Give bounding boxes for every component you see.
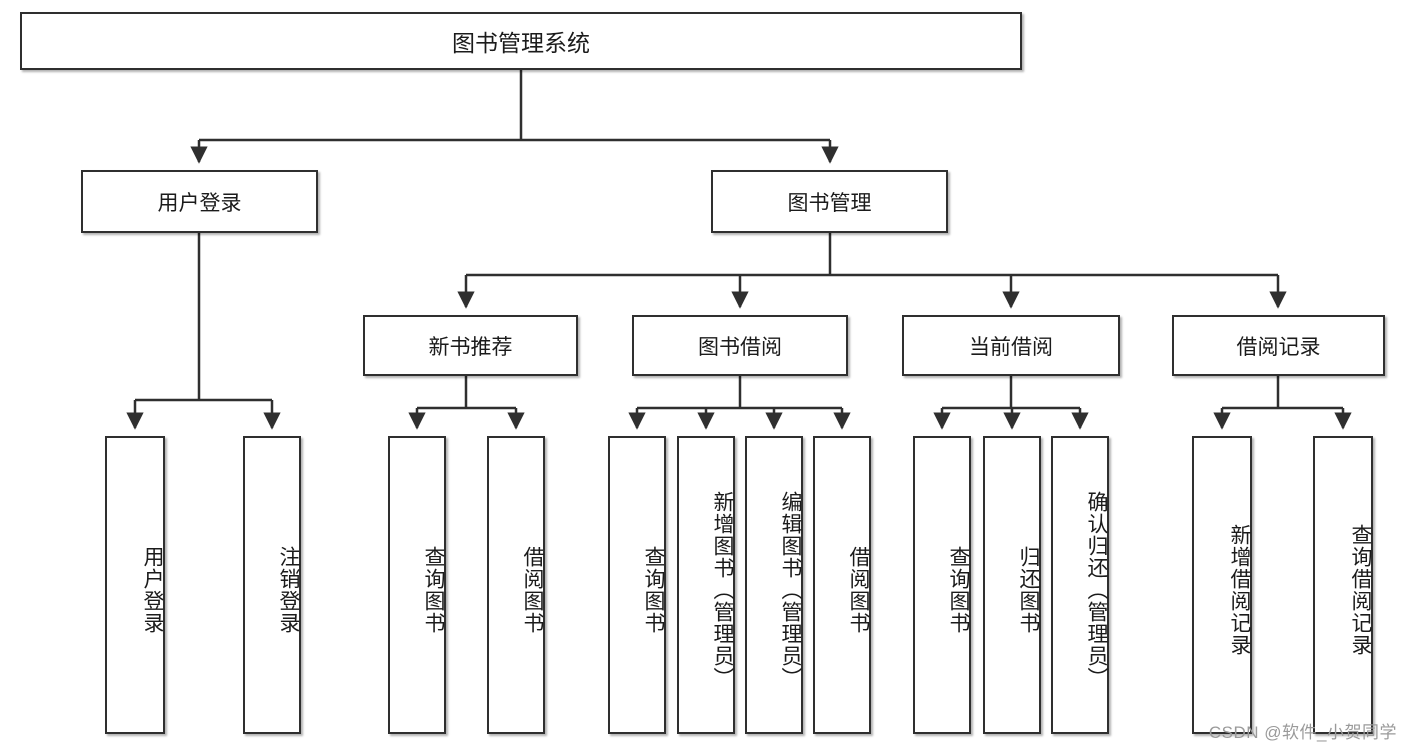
node-leaf-confirm-return-admin[interactable]: 确认归还（管理员） bbox=[1051, 436, 1109, 734]
node-label: 图书管理 bbox=[787, 191, 872, 215]
node-label: 归还图书 bbox=[1017, 546, 1040, 634]
node-label: 图书管理系统 bbox=[452, 30, 590, 56]
node-label: 图书借阅 bbox=[698, 335, 782, 359]
node-leaf-edit-book-admin[interactable]: 编辑图书（管理员） bbox=[745, 436, 803, 734]
node-book-manage[interactable]: 图书管理 bbox=[711, 170, 948, 233]
node-book-management-system[interactable]: 图书管理系统 bbox=[20, 12, 1022, 70]
node-label: 查询图书 bbox=[947, 546, 970, 634]
node-leaf-borrow-book-recommend[interactable]: 借阅图书 bbox=[487, 436, 545, 734]
node-label: 新增图书（管理员） bbox=[711, 491, 734, 689]
node-leaf-logout[interactable]: 注销登录 bbox=[243, 436, 301, 734]
node-book-borrow[interactable]: 图书借阅 bbox=[632, 315, 848, 376]
node-leaf-user-login[interactable]: 用户登录 bbox=[105, 436, 165, 734]
node-leaf-query-borrow-record[interactable]: 查询借阅记录 bbox=[1313, 436, 1373, 734]
node-new-book-recommend[interactable]: 新书推荐 bbox=[363, 315, 578, 376]
node-label: 用户登录 bbox=[157, 191, 242, 215]
node-user-login[interactable]: 用户登录 bbox=[81, 170, 318, 233]
node-borrow-record[interactable]: 借阅记录 bbox=[1172, 315, 1385, 376]
node-current-borrow[interactable]: 当前借阅 bbox=[902, 315, 1120, 376]
node-leaf-query-book-borrow[interactable]: 查询图书 bbox=[608, 436, 666, 734]
node-label: 编辑图书（管理员） bbox=[779, 491, 802, 689]
node-label: 新书推荐 bbox=[428, 335, 513, 359]
node-label: 借阅图书 bbox=[521, 546, 544, 634]
node-label: 借阅图书 bbox=[847, 546, 870, 634]
node-label: 注销登录 bbox=[277, 546, 300, 634]
node-leaf-query-book-current[interactable]: 查询图书 bbox=[913, 436, 971, 734]
node-label: 新增借阅记录 bbox=[1228, 524, 1251, 656]
node-label: 当前借阅 bbox=[969, 335, 1053, 359]
node-leaf-return-book[interactable]: 归还图书 bbox=[983, 436, 1041, 734]
node-label: 用户登录 bbox=[141, 546, 164, 634]
node-leaf-add-book-admin[interactable]: 新增图书（管理员） bbox=[677, 436, 735, 734]
node-leaf-add-borrow-record[interactable]: 新增借阅记录 bbox=[1192, 436, 1252, 734]
node-label: 查询图书 bbox=[422, 546, 445, 634]
node-leaf-borrow-book[interactable]: 借阅图书 bbox=[813, 436, 871, 734]
watermark-text: CSDN @软件_小贺同学 bbox=[1208, 723, 1397, 742]
node-label: 确认归还（管理员） bbox=[1085, 491, 1108, 689]
node-label: 查询借阅记录 bbox=[1349, 524, 1372, 656]
node-label: 借阅记录 bbox=[1236, 335, 1321, 359]
node-label: 查询图书 bbox=[642, 546, 665, 634]
node-leaf-query-book-recommend[interactable]: 查询图书 bbox=[388, 436, 446, 734]
